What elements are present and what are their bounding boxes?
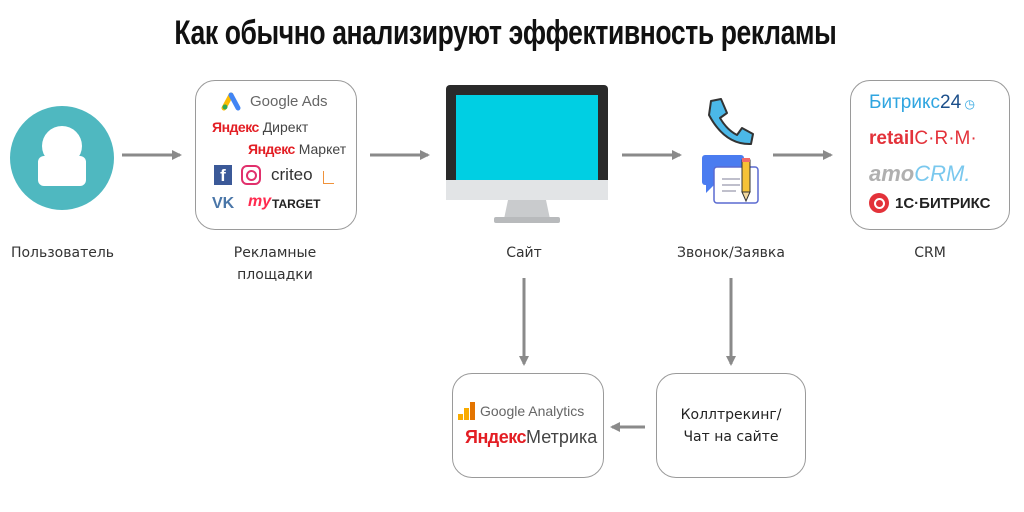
calltracking-label-line1: Коллтрекинг/ <box>680 407 782 423</box>
calltracking-box: Коллтрекинг/ Чат на сайте <box>656 373 806 478</box>
amocrm-logo: amoCRM. <box>869 161 971 186</box>
mytarget-my-logo: my <box>248 193 272 210</box>
mytarget-target-logo: TARGET <box>272 197 321 211</box>
phone-icon <box>708 98 754 146</box>
1c-bitrix-logo: 1С·БИТРИКС <box>895 195 991 212</box>
google-ads-icon <box>221 92 241 111</box>
criteo-logo: criteo <box>271 165 313 184</box>
call-label: Звонок/Заявка <box>677 245 785 261</box>
monitor-icon <box>446 85 608 223</box>
yandex-market-logo: Яндекс Маркет <box>248 141 347 157</box>
chat-form-icon <box>702 155 759 204</box>
user-icon <box>10 106 114 210</box>
1c-bitrix-icon <box>869 193 889 213</box>
google-analytics-logo: Google Analytics <box>480 403 585 419</box>
user-label: Пользователь <box>10 245 115 261</box>
criteo-mark-icon <box>323 171 334 184</box>
ad-platforms-box: Google Ads Яндекс Директ Яндекс Маркет f… <box>195 80 357 230</box>
google-ads-logo: Google Ads <box>250 93 328 110</box>
google-analytics-icon <box>458 402 475 420</box>
crm-box: Битрикс24 ◷ retailC·R·M· amoCRM. 1С·БИТР… <box>850 80 1010 230</box>
facebook-icon: f <box>214 165 232 185</box>
crm-label: CRM <box>914 245 946 261</box>
bitrix24-logo: Битрикс24 ◷ <box>869 92 975 113</box>
analytics-box: Google Analytics ЯндексМетрика <box>452 373 604 478</box>
site-label: Сайт <box>506 245 542 261</box>
instagram-icon <box>241 165 261 185</box>
yandex-metrika-logo: ЯндексМетрика <box>465 427 598 447</box>
vk-icon: VK <box>212 195 235 212</box>
page-title: Как обычно анализируют эффективность рек… <box>173 14 837 52</box>
calltracking-label-line2: Чат на сайте <box>683 429 779 445</box>
yandex-direct-logo: Яндекс Директ <box>212 119 309 135</box>
retailcrm-logo: retailC·R·M· <box>869 128 977 149</box>
